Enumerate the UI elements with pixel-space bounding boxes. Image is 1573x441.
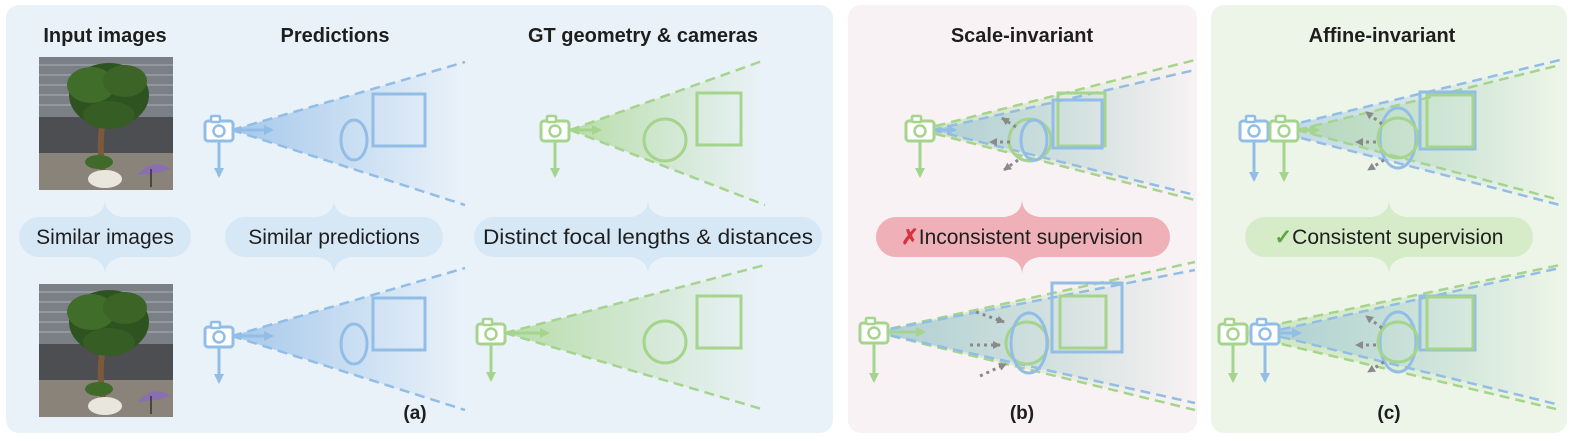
camera-icon: [1217, 317, 1249, 346]
camera-icon: [1249, 317, 1281, 346]
camera-icon: [539, 114, 571, 143]
gt-bottom-square: [695, 294, 743, 350]
bubble-similar-predictions: Similar predictions: [225, 199, 443, 275]
prediction-top-frustum: [203, 60, 466, 207]
prediction-bottom-ellipse: [339, 322, 369, 366]
prediction-top-square: [371, 92, 427, 148]
gt-bottom-circle: [642, 319, 688, 365]
affine-top-scene: [1238, 58, 1561, 207]
bubble-inconsistent: ✗Inconsistent supervision: [876, 199, 1170, 275]
bubble-inconsistent-text: Inconsistent supervision: [919, 226, 1143, 249]
bubble-distinct: Distinct focal lengths & distances: [474, 199, 822, 275]
bubble-consistent: ✓Consistent supervision: [1245, 199, 1533, 275]
gt-top-square: [695, 91, 743, 147]
camera-icon: [858, 316, 890, 345]
input-image-top: [39, 57, 173, 190]
svg-text:✓Consistent supervision: ✓Consistent supervision: [1275, 226, 1504, 249]
panel-a-label: (a): [403, 403, 426, 424]
bubble-consistent-text: Consistent supervision: [1292, 226, 1503, 249]
camera-icon: [904, 114, 936, 143]
panel-c-label: (c): [1377, 403, 1400, 424]
header-input-images: Input images: [43, 25, 166, 47]
cross-icon: ✗: [901, 226, 919, 249]
prediction-top-ellipse: [339, 118, 369, 162]
gt-top-circle: [642, 117, 688, 163]
camera-icon: [1268, 114, 1300, 143]
bubble-distinct-text: Distinct focal lengths & distances: [483, 226, 813, 249]
camera-icon: [475, 317, 507, 346]
camera-icon: [1238, 114, 1270, 143]
prediction-bottom-frustum: [203, 266, 466, 412]
gt-bottom-frustum: [475, 263, 766, 412]
header-gt-geometry: GT geometry & cameras: [528, 25, 758, 47]
bubble-similar-images-text: Similar images: [36, 226, 174, 249]
header-predictions: Predictions: [281, 25, 390, 47]
camera-icon: [203, 114, 235, 143]
gt-top-frustum: [539, 58, 766, 207]
panel-b-title: Scale-invariant: [951, 25, 1094, 47]
affine-bottom-scene: [1217, 263, 1561, 412]
panel-b-label: (b): [1010, 403, 1034, 424]
input-image-bottom: [39, 284, 173, 417]
scale-bottom-scene: [858, 260, 1196, 412]
scale-top-scene: [904, 58, 1196, 202]
panel-c-title: Affine-invariant: [1309, 25, 1456, 47]
prediction-bottom-square: [371, 296, 427, 352]
svg-text:✗Inconsistent supervision: ✗Inconsistent supervision: [901, 226, 1143, 249]
check-icon: ✓: [1275, 226, 1293, 249]
bubble-similar-images: Similar images: [19, 199, 191, 275]
bubble-similar-predictions-text: Similar predictions: [248, 226, 420, 249]
camera-icon: [203, 320, 235, 349]
